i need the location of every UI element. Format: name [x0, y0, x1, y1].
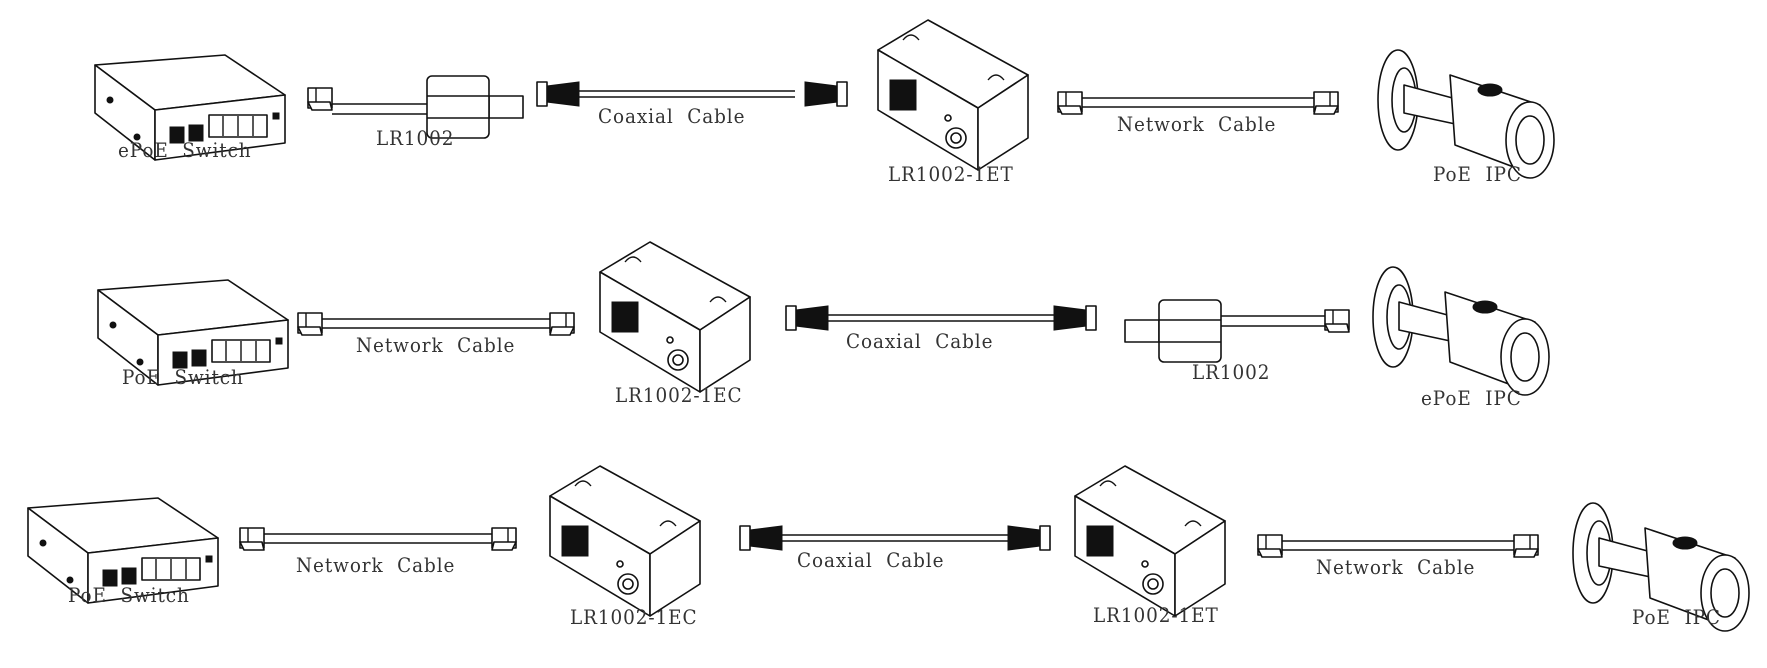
device-label: LR1002-1ET: [1093, 603, 1219, 627]
coaxial-cable-icon: [739, 525, 1051, 551]
device-label: LR1002-1EC: [615, 383, 743, 407]
coaxial-cable-icon: [785, 305, 1097, 331]
cable-label: Coaxial Cable: [797, 548, 945, 572]
cable-label: Coaxial Cable: [846, 329, 994, 353]
lr1002-1ec-transceiver-icon: [549, 465, 701, 617]
coaxial-cable-icon: [536, 81, 848, 107]
device-label: LR1002: [1192, 360, 1271, 384]
device-label: ePoE IPC: [1421, 386, 1522, 410]
network-cable-icon: [1057, 91, 1339, 115]
device-label: PoE Switch: [68, 583, 190, 607]
network-cable-icon: [1257, 534, 1539, 558]
cable-label: Network Cable: [1117, 112, 1277, 136]
device-label: ePoE Switch: [118, 138, 252, 162]
cable-label: Coaxial Cable: [598, 104, 746, 128]
lr1002-1ec-transceiver-icon: [599, 241, 751, 393]
cable-label: Network Cable: [356, 333, 516, 357]
lr1002-adapter-icon: [1124, 299, 1350, 363]
device-label: LR1002: [376, 126, 455, 150]
device-label: PoE IPC: [1433, 162, 1522, 186]
lr1002-adapter-icon: [307, 75, 524, 139]
device-label: LR1002-1EC: [570, 605, 698, 629]
device-label: LR1002-1ET: [888, 162, 1014, 186]
lr1002-1et-transceiver-icon: [877, 19, 1029, 171]
network-cable-icon: [239, 527, 517, 551]
cable-label: Network Cable: [1316, 555, 1476, 579]
network-cable-icon: [297, 312, 575, 336]
device-label: PoE IPC: [1632, 605, 1721, 629]
device-label: PoE Switch: [122, 365, 244, 389]
cable-label: Network Cable: [296, 553, 456, 577]
epoe-ipc-camera-icon: [1372, 266, 1550, 396]
lr1002-1et-transceiver-icon: [1074, 465, 1226, 617]
